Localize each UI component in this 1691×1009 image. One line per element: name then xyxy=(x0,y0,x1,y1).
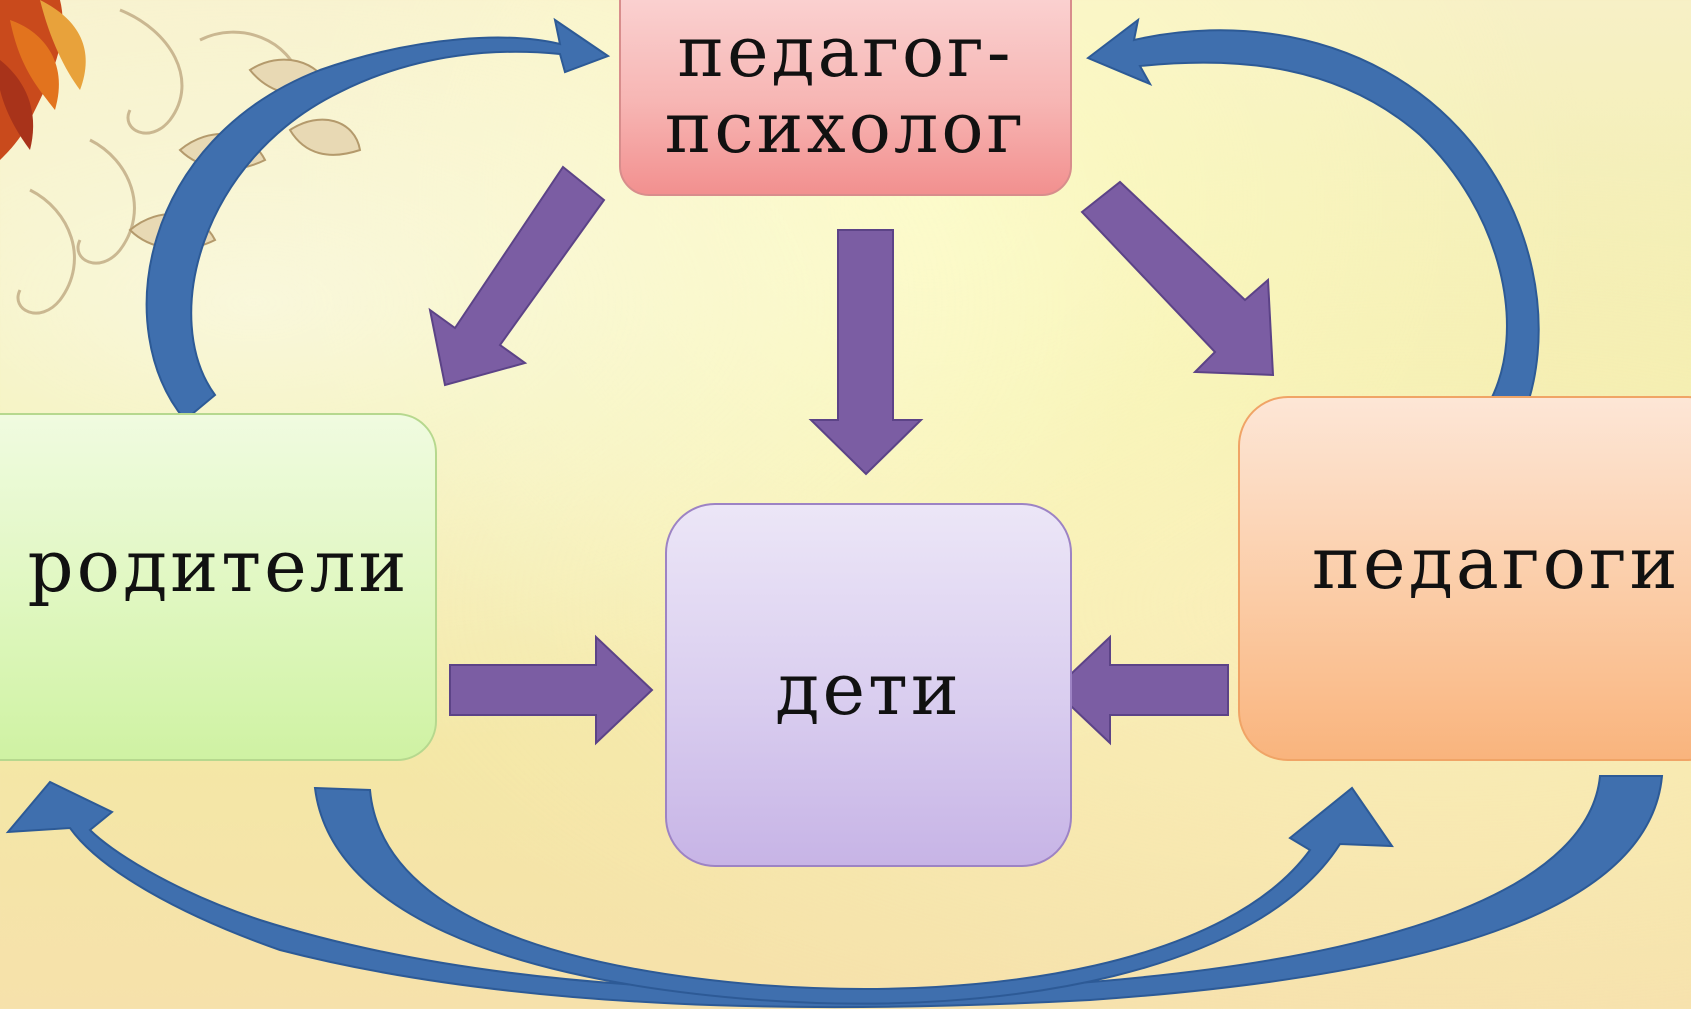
node-children-label: дети xyxy=(775,647,962,732)
curved-arrow-teachers-to-parents xyxy=(5,775,1664,1009)
arrow-psychologist-to-teachers xyxy=(1080,180,1275,377)
node-parents-label: родители xyxy=(27,524,410,609)
node-teachers-label: педагоги xyxy=(1312,520,1681,605)
swirl-ornament-icon xyxy=(16,8,302,315)
node-children: дети xyxy=(665,503,1072,867)
arrow-parents-to-children xyxy=(449,634,654,746)
node-psychologist: педагог- психолог xyxy=(619,0,1072,196)
curved-arrow-parents-to-teachers xyxy=(313,786,1394,1005)
arrow-psychologist-to-children xyxy=(808,229,924,476)
arrow-psychologist-to-parents xyxy=(428,165,606,387)
node-psychologist-label: педагог- психолог xyxy=(664,11,1027,169)
arrow-teachers-to-children xyxy=(1052,634,1229,746)
node-parents: родители xyxy=(0,413,437,761)
curved-arrow-parents-to-psychologist xyxy=(145,17,611,422)
leaf-cluster-icon xyxy=(0,0,86,160)
node-teachers: педагоги xyxy=(1238,396,1691,761)
